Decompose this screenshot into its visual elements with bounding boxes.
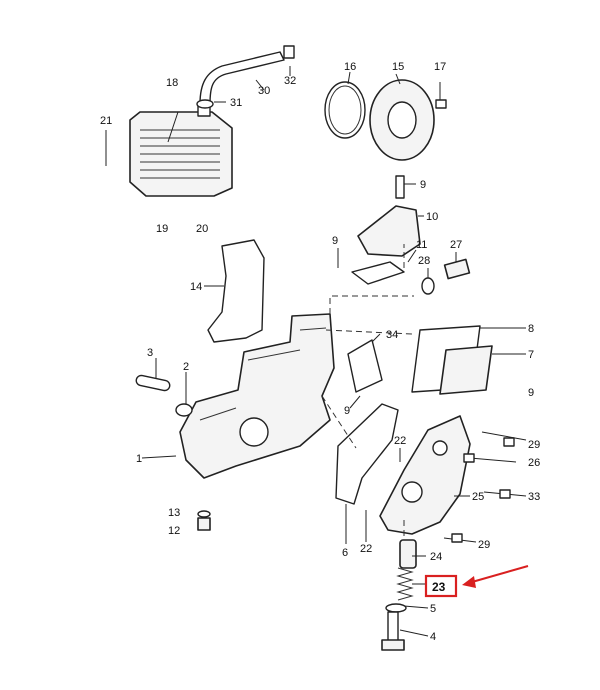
pressure-spring-part: [396, 567, 414, 601]
label-28: 28: [418, 255, 430, 267]
label-4: 4: [430, 631, 436, 643]
oil-pump-assembly-part: [379, 415, 471, 535]
dowel-pin-part: [135, 374, 171, 392]
crankcase-body-part: [179, 313, 335, 479]
label-22b: 22: [360, 543, 372, 555]
label-18: 18: [166, 77, 178, 89]
label-17: 17: [434, 61, 446, 73]
leader-lines: [105, 66, 526, 637]
label-6: 6: [342, 547, 348, 559]
highlight-arrow-head: [462, 576, 476, 588]
thermostat-housing-part: [351, 175, 421, 285]
label-2: 2: [183, 361, 189, 373]
sleeve-part: [399, 539, 417, 569]
label-26: 26: [528, 457, 540, 469]
bracket-part: [347, 339, 383, 393]
label-11: 11: [416, 239, 427, 251]
cover-gasket-part: [411, 325, 493, 395]
label-9a: 9: [420, 179, 426, 191]
label-15: 15: [392, 61, 404, 73]
label-34: 34: [386, 329, 398, 341]
pump-gasket-part: [335, 403, 399, 505]
label-9d: 9: [344, 405, 350, 417]
label-31: 31: [230, 97, 242, 109]
label-8: 8: [528, 323, 534, 335]
label-10: 10: [426, 211, 438, 223]
o-ring-part: [175, 403, 193, 417]
label-27: 27: [450, 239, 462, 251]
drain-plug-part: [197, 510, 211, 531]
label-9b: 9: [332, 235, 338, 247]
label-1: 1: [136, 453, 142, 465]
label-12: 12: [168, 525, 180, 537]
breather-hose-part: [196, 45, 295, 109]
cover-part: [369, 79, 447, 161]
label-23-highlighted: 23: [432, 580, 446, 594]
bolts-group: [443, 431, 527, 543]
label-20: 20: [196, 223, 208, 235]
label-19: 19: [156, 223, 168, 235]
assembly-lines: [321, 244, 414, 540]
oil-cooler-part: [129, 103, 233, 197]
label-5: 5: [430, 603, 436, 615]
highlighted-part-callout: 23: [424, 565, 529, 598]
label-32: 32: [284, 75, 296, 87]
washer-part: [385, 603, 407, 613]
highlight-box: [424, 574, 458, 598]
label-25: 25: [472, 491, 484, 503]
plug-bolt-part: [381, 611, 405, 651]
highlight-arrow: [471, 565, 529, 583]
label-16: 16: [344, 61, 356, 73]
label-33: 33: [528, 491, 540, 503]
sensor-part: [421, 258, 471, 295]
label-9c: 9: [528, 387, 534, 399]
label-13: 13: [168, 507, 180, 519]
gasket-ring-part: [324, 81, 366, 139]
housing-gasket-part: [207, 239, 265, 343]
label-3: 3: [147, 347, 153, 359]
label-21: 21: [100, 115, 112, 127]
label-7: 7: [528, 349, 534, 361]
label-24: 24: [430, 551, 442, 563]
part-labels: 1 2 3 4 5 6 7 8 9 9 9 9 10 11 12 13 14 1…: [100, 61, 540, 643]
label-22a: 22: [394, 435, 406, 447]
label-14: 14: [190, 281, 202, 293]
label-29a: 29: [528, 439, 540, 451]
label-30: 30: [258, 85, 270, 97]
label-29b: 29: [478, 539, 490, 551]
